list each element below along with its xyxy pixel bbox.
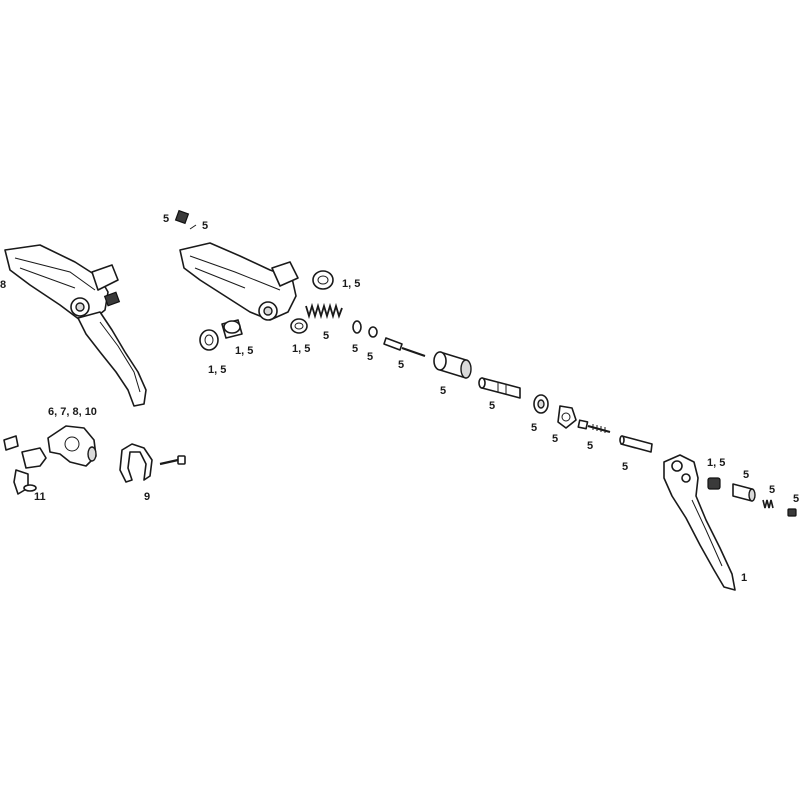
clamp-band bbox=[119, 443, 153, 483]
adjuster-barrel bbox=[732, 483, 756, 502]
callout-1-5: 1, 5 bbox=[208, 364, 226, 376]
retaining-clip bbox=[557, 405, 577, 429]
piston bbox=[478, 377, 521, 399]
callout-5: 5 bbox=[202, 220, 208, 232]
cylinder-tube bbox=[433, 351, 472, 379]
callout-5: 5 bbox=[531, 422, 537, 434]
callout-5: 5 bbox=[622, 461, 628, 473]
callout-5: 5 bbox=[793, 493, 799, 505]
clamp-body bbox=[47, 425, 97, 467]
mount-hardware bbox=[3, 435, 47, 495]
callout-5: 5 bbox=[552, 433, 558, 445]
washer-ring-upper bbox=[312, 270, 334, 290]
callout-5: 5 bbox=[163, 213, 169, 225]
spring-part bbox=[305, 302, 343, 320]
clamp-bolt bbox=[159, 455, 186, 466]
callout-5: 5 bbox=[398, 359, 404, 371]
bushing-left bbox=[199, 319, 243, 351]
callout-1-5: 1, 5 bbox=[292, 343, 310, 355]
adjuster-nut bbox=[707, 477, 721, 490]
end-cap bbox=[533, 394, 549, 414]
callout-1-5: 1, 5 bbox=[707, 457, 725, 469]
callout-6-7-8-10: 6, 7, 8, 10 bbox=[48, 406, 97, 418]
sleeve bbox=[619, 435, 653, 453]
bushing-middle bbox=[290, 318, 308, 334]
small-washer bbox=[352, 320, 362, 334]
callout-5: 5 bbox=[352, 343, 358, 355]
callout-5: 5 bbox=[743, 469, 749, 481]
left-lever-assembly bbox=[4, 244, 147, 407]
lever-body bbox=[179, 242, 299, 321]
bolt bbox=[577, 419, 611, 434]
push-rod bbox=[383, 337, 426, 357]
callout-5: 5 bbox=[440, 385, 446, 397]
callout-11: 11 bbox=[34, 491, 46, 503]
callout-8: 8 bbox=[0, 279, 6, 291]
o-ring bbox=[368, 326, 378, 338]
callout-5: 5 bbox=[323, 330, 329, 342]
callout-5: 5 bbox=[769, 484, 775, 496]
callout-9: 9 bbox=[144, 491, 150, 503]
set-screw-part bbox=[174, 209, 197, 230]
callout-5: 5 bbox=[367, 351, 373, 363]
lever-blade bbox=[663, 454, 736, 591]
small-spring bbox=[762, 499, 774, 509]
callout-5: 5 bbox=[489, 400, 495, 412]
callout-1: 1 bbox=[741, 572, 747, 584]
small-screw bbox=[787, 508, 797, 517]
callout-5: 5 bbox=[587, 440, 593, 452]
callout-1-5: 1, 5 bbox=[342, 278, 360, 290]
callout-1-5: 1, 5 bbox=[235, 345, 253, 357]
callout-labels: 5 5 8 1, 5 1, 5 1, 5 1, 5 1, 5 5 5 5 5 5… bbox=[0, 213, 799, 584]
